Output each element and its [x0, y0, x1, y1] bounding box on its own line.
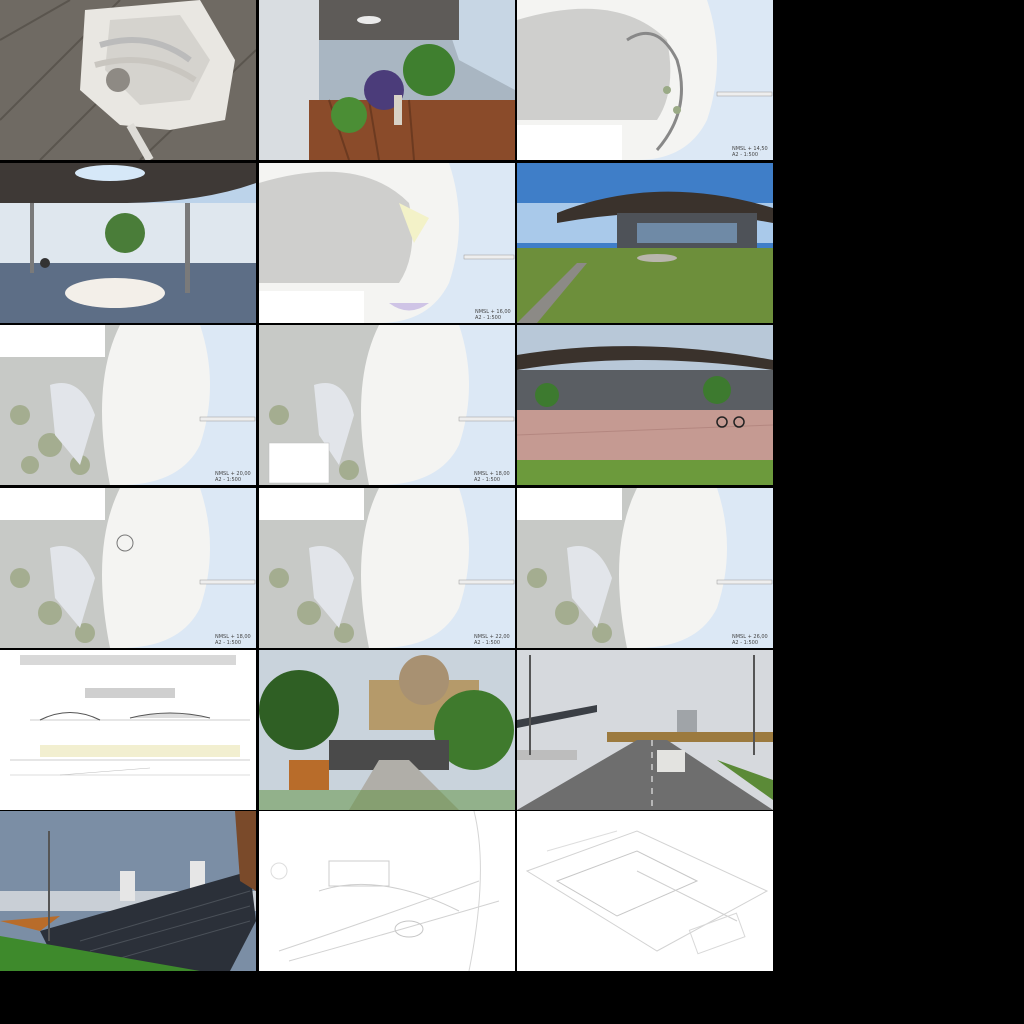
- site-plan-5-level: NMSL + 18,00: [215, 634, 251, 640]
- model-photo-tile[interactable]: [0, 0, 256, 160]
- stairs-plaza-render-tile[interactable]: [0, 811, 256, 971]
- canopy-terrace-render-image: [0, 163, 256, 323]
- site-plan-2-tile[interactable]: NMSL + 16,00 A2 - 1:500: [259, 163, 515, 323]
- plaza-cyclist-render-tile[interactable]: [517, 325, 773, 485]
- plaza-cyclist-render-image: [517, 325, 773, 485]
- building-exterior-render-image: [517, 163, 773, 323]
- stairs-plaza-render-image: [0, 811, 256, 971]
- masterplan-sketch-tile[interactable]: [259, 811, 515, 971]
- underpass-render-image: [259, 650, 515, 810]
- site-plan-7-scale: A2 - 1:500: [732, 640, 758, 646]
- site-plan-6-scale: A2 - 1:500: [474, 640, 500, 646]
- site-plan-7-image: NMSL + 26,00 A2 - 1:500: [517, 488, 773, 648]
- garden-interior-render-tile[interactable]: [259, 0, 515, 160]
- site-plan-3-scale: A2 - 1:500: [215, 477, 241, 483]
- site-plan-6-tile[interactable]: NMSL + 22,00 A2 - 1:500: [259, 488, 515, 648]
- site-plan-3-image: NMSL + 20,00 A2 - 1:500: [0, 325, 256, 485]
- building-exterior-render-tile[interactable]: [517, 163, 773, 323]
- site-plan-7-tile[interactable]: NMSL + 26,00 A2 - 1:500: [517, 488, 773, 648]
- site-plan-5-tile[interactable]: NMSL + 18,00 A2 - 1:500: [0, 488, 256, 648]
- site-plan-4-scale: A2 - 1:500: [474, 477, 500, 483]
- site-plan-2-level: NMSL + 16,00: [475, 309, 511, 315]
- site-plan-6-image: NMSL + 22,00 A2 - 1:500: [259, 488, 515, 648]
- site-plan-5-image: NMSL + 18,00 A2 - 1:500: [0, 488, 256, 648]
- garden-interior-render-image: [259, 0, 515, 160]
- site-plan-3-tile[interactable]: NMSL + 20,00 A2 - 1:500: [0, 325, 256, 485]
- site-plan-2-image: NMSL + 16,00 A2 - 1:500: [259, 163, 515, 323]
- highway-render-tile[interactable]: [517, 650, 773, 810]
- site-plan-6-level: NMSL + 22,00: [474, 634, 510, 640]
- axonometric-sketch-tile[interactable]: [517, 811, 773, 971]
- site-plan-1-level: NMSL + 14,50: [732, 146, 768, 152]
- model-photo-image: [0, 0, 256, 160]
- site-plan-1-scale: A2 - 1:500: [732, 152, 758, 158]
- masterplan-sketch-image: [259, 811, 515, 971]
- highway-render-image: [517, 650, 773, 810]
- site-plan-3-level: NMSL + 20,00: [215, 471, 251, 477]
- underpass-render-tile[interactable]: [259, 650, 515, 810]
- axonometric-sketch-image: [517, 811, 773, 971]
- site-plan-2-scale: A2 - 1:500: [475, 315, 501, 321]
- image-gallery-grid: NMSL + 14,50 A2 - 1:500 NMSL + 1: [0, 0, 773, 971]
- site-plan-4-level: NMSL + 18,00: [474, 471, 510, 477]
- site-plan-1-tile[interactable]: NMSL + 14,50 A2 - 1:500: [517, 0, 773, 160]
- site-plan-4-image: NMSL + 18,00 A2 - 1:500: [259, 325, 515, 485]
- site-plan-7-level: NMSL + 26,00: [732, 634, 768, 640]
- section-drawings-image: [0, 650, 256, 810]
- section-drawings-tile[interactable]: [0, 650, 256, 810]
- canopy-terrace-render-tile[interactable]: [0, 163, 256, 323]
- site-plan-5-scale: A2 - 1:500: [215, 640, 241, 646]
- site-plan-4-tile[interactable]: NMSL + 18,00 A2 - 1:500: [259, 325, 515, 485]
- site-plan-1-image: NMSL + 14,50 A2 - 1:500: [517, 0, 773, 160]
